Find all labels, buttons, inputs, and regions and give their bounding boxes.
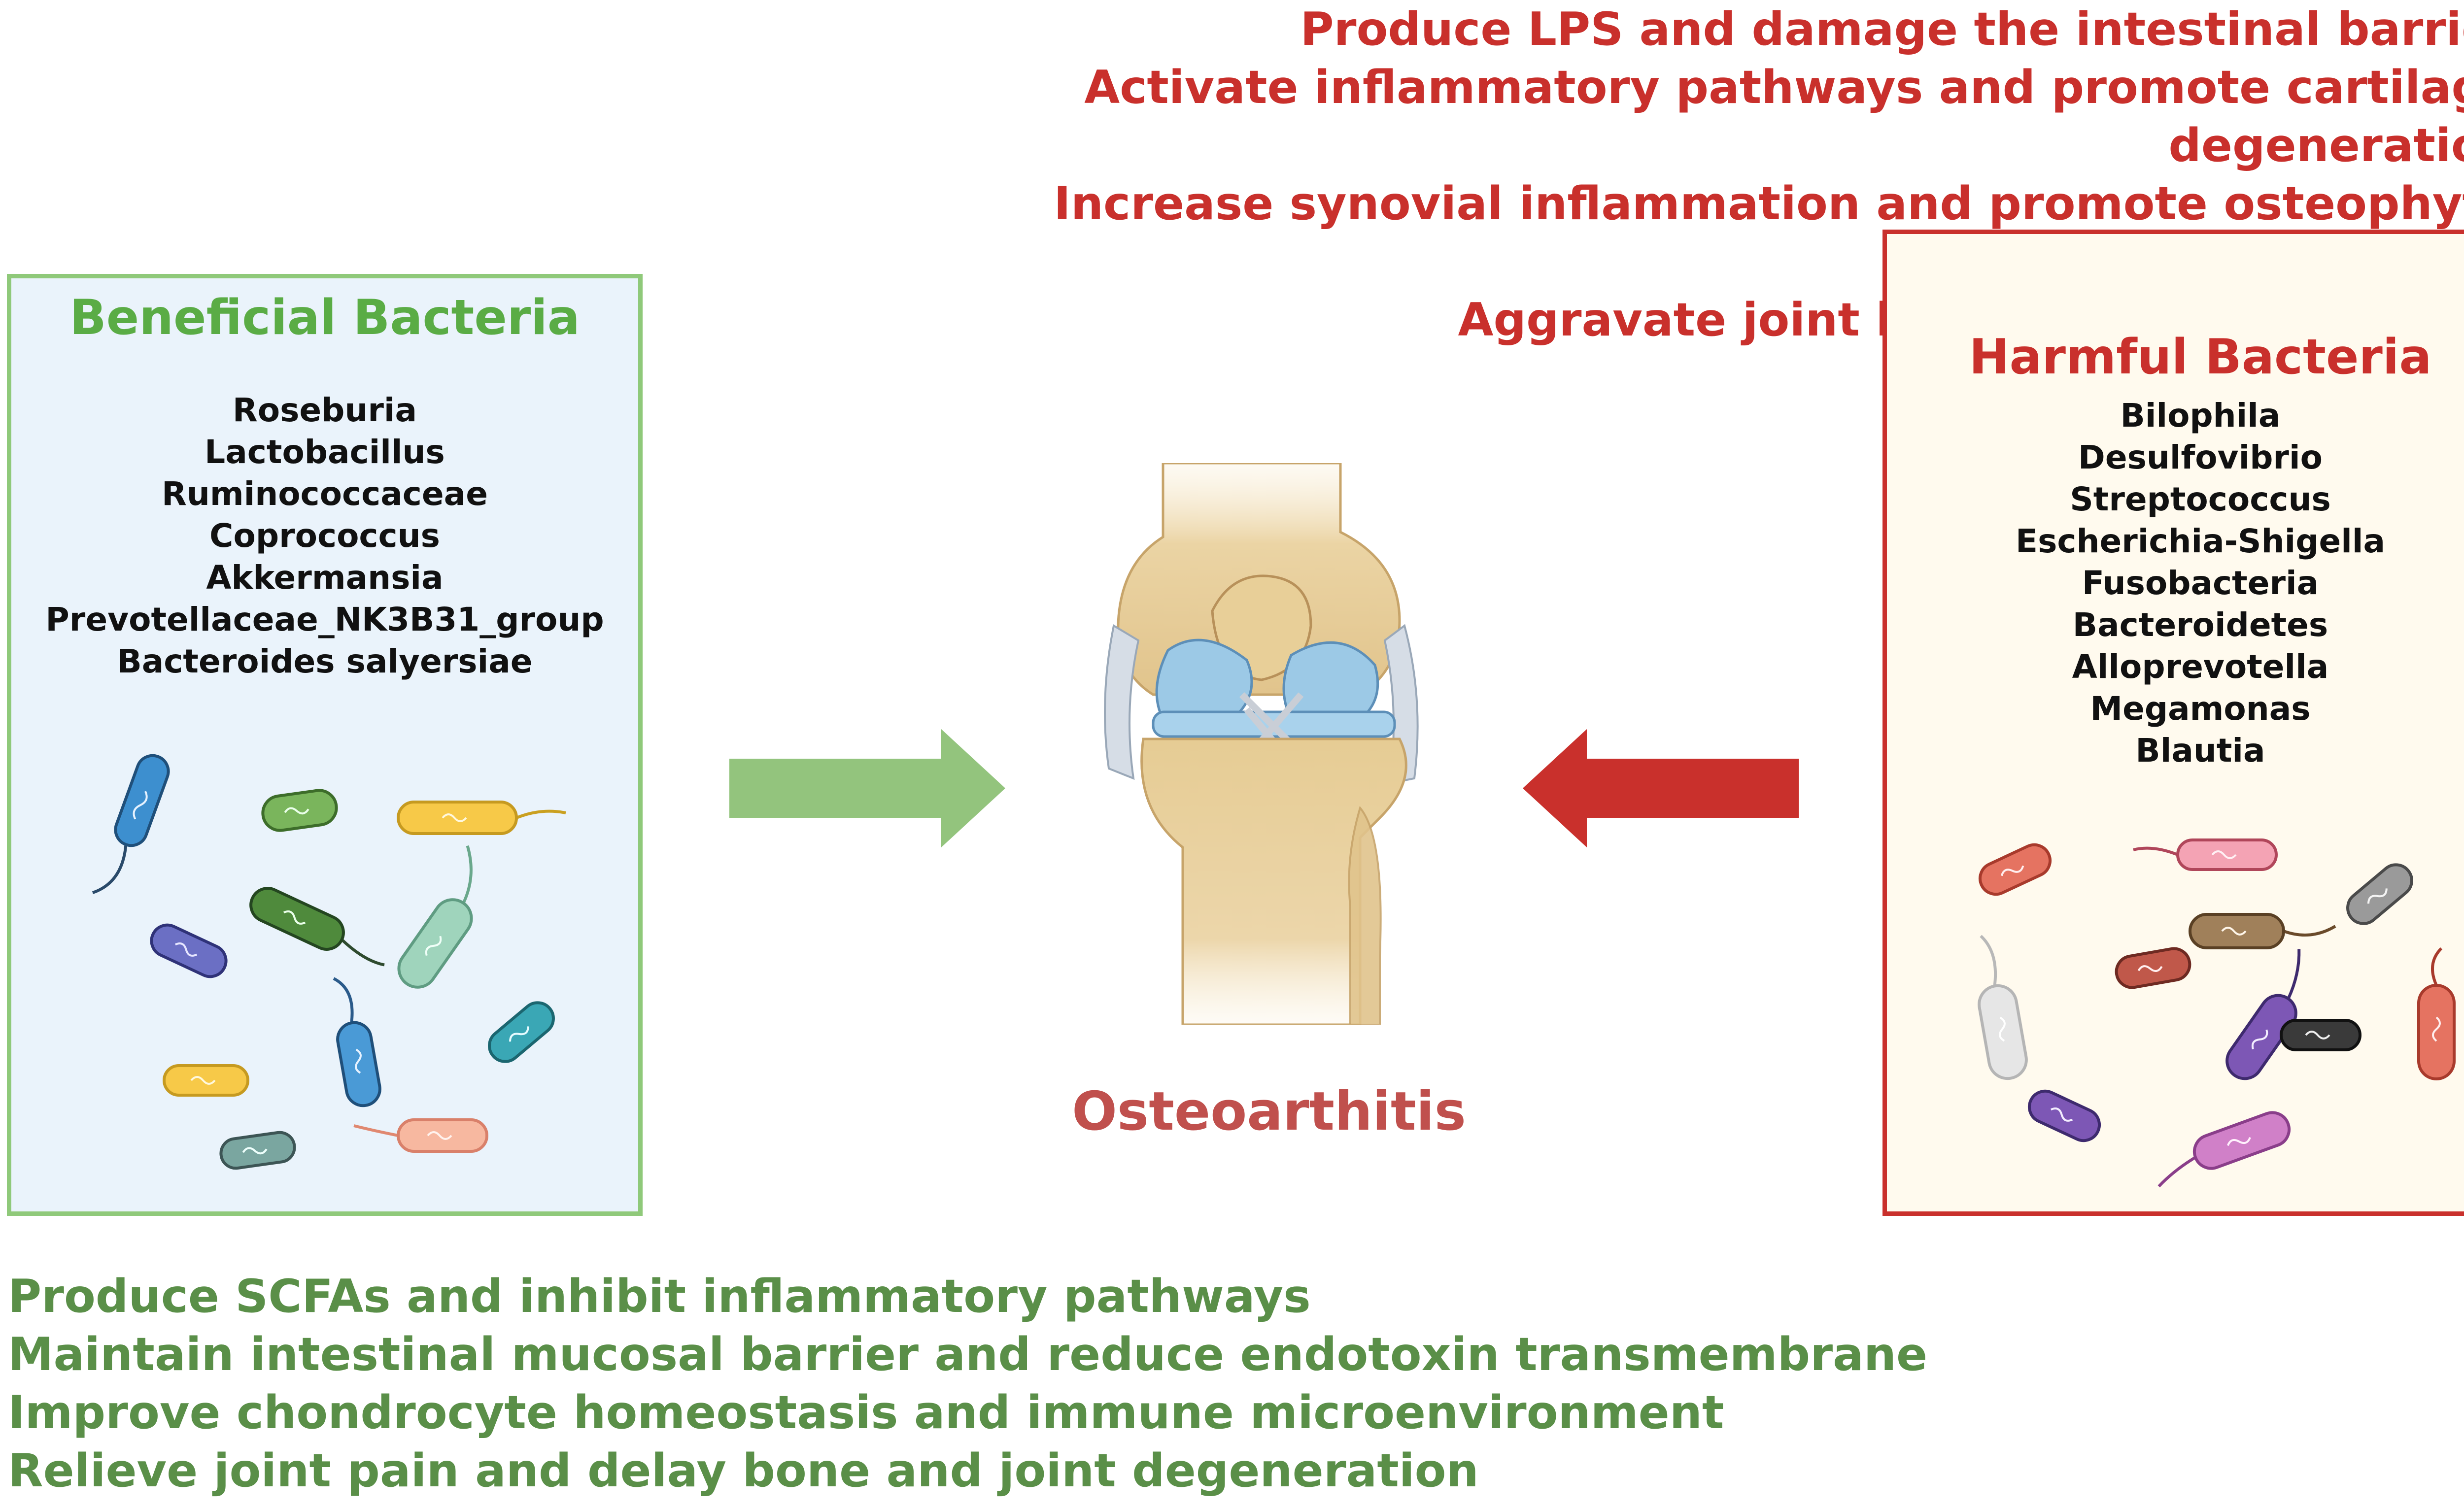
list-item: Blautia	[2135, 732, 2265, 770]
list-item: Akkermansia	[206, 559, 444, 597]
beneficial-bacteria-title: Beneficial Bacteria	[69, 290, 580, 346]
list-item: Bacteroidetes	[2072, 606, 2328, 644]
beneficial-effect-item: Improve chondrocyte homeostasis and immu…	[8, 1386, 1724, 1439]
bacteria-icon	[1978, 838, 2456, 1188]
list-item: Roseburia	[232, 391, 417, 429]
list-item: Desulfovibrio	[2078, 438, 2323, 476]
list-item: Coprococcus	[209, 517, 440, 555]
list-item: Bacteroides salyersiae	[117, 642, 533, 680]
harmful-bacteria-list: Bilophila Desulfovibrio Streptococcus Es…	[1887, 395, 2464, 771]
list-item: Alloprevotella	[2072, 648, 2329, 686]
harmful-bacteria-panel: Harmful Bacteria Bilophila Desulfovibrio…	[1882, 230, 2464, 1216]
harmful-effect-item: Activate inflammatory pathways and promo…	[1084, 61, 2464, 172]
list-item: Streptococcus	[2070, 480, 2331, 518]
joint-title: Osteoarthitis	[1072, 1081, 1466, 1142]
list-item: Ruminococcaceae	[162, 475, 488, 513]
beneficial-effects-list: Produce SCFAs and inhibit inflammatory p…	[8, 1267, 1979, 1500]
harmful-bacteria-title: Harmful Bacteria	[1969, 329, 2432, 385]
list-item: Fusobacteria	[2082, 564, 2319, 602]
bacteria-icon	[92, 754, 566, 1170]
knee-joint-icon	[1104, 463, 1419, 1025]
list-item: Megamonas	[2090, 690, 2311, 728]
list-item: Prevotellaceae_NK3B31_group	[45, 601, 604, 638]
beneficial-bacteria-panel: Beneficial Bacteria Roseburia Lactobacil…	[7, 274, 643, 1216]
left-arrow-icon	[1523, 729, 1799, 847]
beneficial-effect-item: Produce SCFAs and inhibit inflammatory p…	[8, 1270, 1311, 1323]
harmful-effect-item: Produce LPS and damage the intestinal ba…	[1300, 2, 2464, 56]
beneficial-bacteria-list: Roseburia Lactobacillus Ruminococcaceae …	[11, 389, 638, 682]
list-item: Lactobacillus	[205, 433, 445, 471]
list-item: Bilophila	[2120, 397, 2281, 435]
right-arrow-icon	[729, 729, 1005, 847]
beneficial-effect-item: Relieve joint pain and delay bone and jo…	[8, 1444, 1479, 1497]
list-item: Escherichia-Shigella	[2015, 522, 2385, 560]
beneficial-effect-item: Maintain intestinal mucosal barrier and …	[8, 1328, 1928, 1381]
